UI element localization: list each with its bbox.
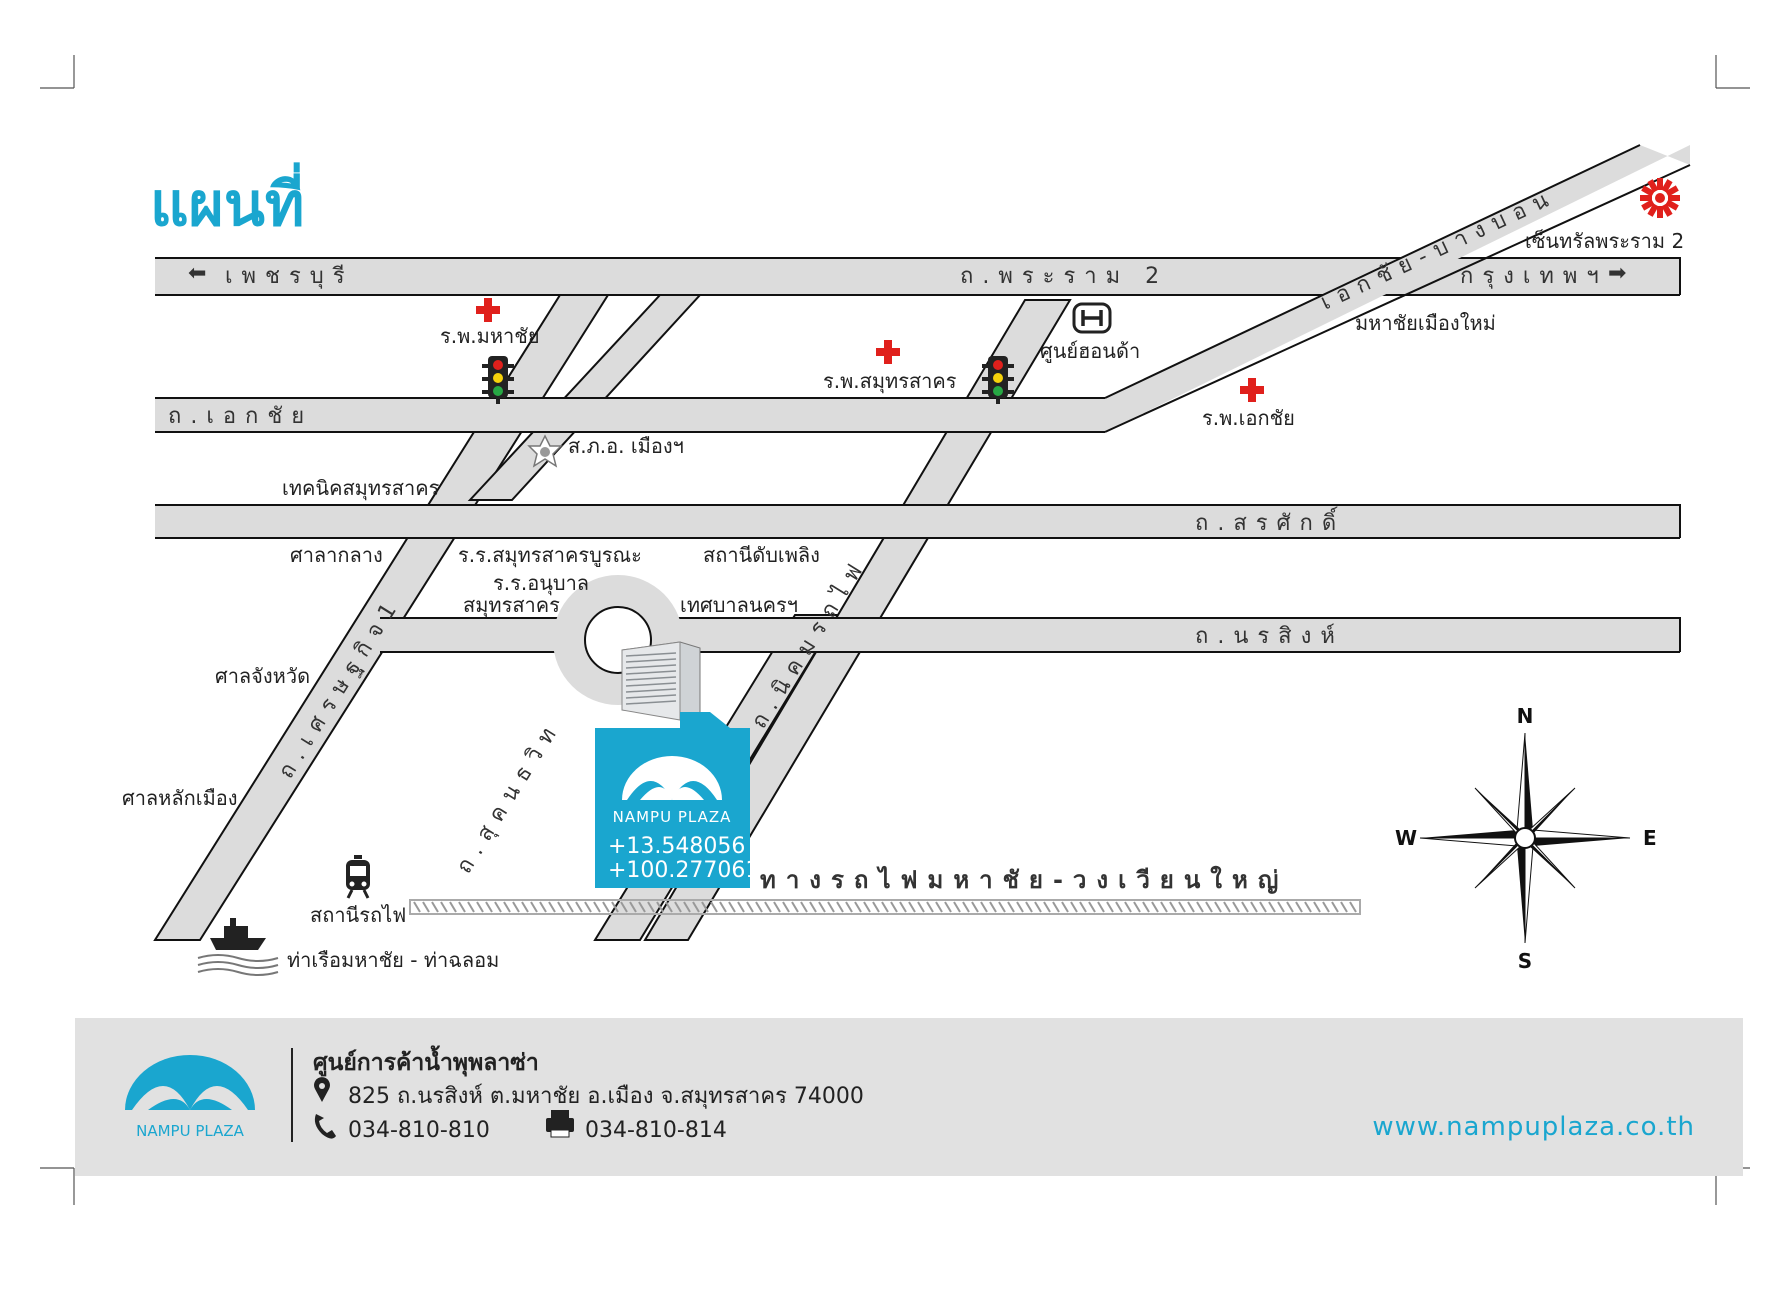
phone-icon	[314, 1114, 336, 1139]
red-cross-icon	[476, 298, 500, 322]
place-fire: สถานีดับเพลิง	[703, 543, 820, 567]
label-bangkok-arrow: ➡	[1608, 261, 1635, 286]
map-title: แผนที่	[150, 162, 304, 240]
place-police: ส.ภ.อ. เมืองฯ	[568, 434, 684, 458]
compass-w: W	[1395, 826, 1417, 850]
location-card: NAMPU PLAZA +13.548056 +100.277061	[595, 712, 759, 888]
central-logo-icon	[1640, 178, 1680, 218]
place-hosp-ekachai: ร.พ.เอกชัย	[1202, 406, 1295, 430]
label-bangkok: กรุงเทพฯ	[1460, 264, 1608, 289]
label-railway: ทางรถไฟมหาชัย-วงเวียนใหญ่	[760, 865, 1288, 894]
red-cross-icon	[876, 340, 900, 364]
honda-logo-icon	[1072, 302, 1112, 334]
building-icon	[621, 641, 701, 721]
footer-address: 825 ถ.นรสิงห์ ต.มหาชัย อ.เมือง จ.สมุทรสา…	[348, 1084, 864, 1109]
road-ekachai-bangbon	[1105, 145, 1690, 432]
place-hosp-samut: ร.พ.สมุทรสาคร	[823, 369, 957, 394]
place-kinder: ร.ร.อนุบาล	[493, 571, 589, 596]
pin-lat: +13.548056	[608, 834, 745, 859]
label-phetchaburi-arrow: ⬅	[188, 261, 215, 286]
road-sorasak	[155, 505, 1680, 538]
footer-name: ศูนย์การค้าน้ำพุพลาซ่า	[313, 1045, 539, 1077]
compass-rose: N S E W	[1395, 704, 1657, 973]
place-tech: เทคนิคสมุทรสาคร	[282, 476, 440, 501]
label-norasing: ถ.นรสิงห์	[1195, 624, 1344, 649]
place-sala-klang: ศาลากลาง	[290, 543, 383, 567]
place-pier: ท่าเรือมหาชัย - ท่าฉลอม	[287, 948, 499, 972]
compass-n: N	[1517, 704, 1534, 728]
pin-brand: NAMPU PLAZA	[613, 808, 732, 826]
road-ekachai	[155, 398, 1105, 432]
place-school: ร.ร.สมุทรสาครบูรณะ	[458, 543, 642, 568]
compass-s: S	[1518, 949, 1532, 973]
place-station: สถานีรถไฟ	[310, 903, 406, 927]
compass-e: E	[1643, 826, 1657, 850]
road-norasing	[380, 618, 1680, 652]
police-badge-icon	[527, 434, 563, 468]
crop-marks	[40, 55, 1750, 1205]
label-ekachai: ถ.เอกชัย	[168, 404, 313, 429]
place-municipal: เทศบาลนครฯ	[680, 593, 798, 617]
boat-icon	[197, 918, 279, 976]
place-mahachai-muang-mai: มหาชัยเมืองใหม่	[1355, 311, 1496, 335]
nampu-logo-icon	[622, 756, 722, 800]
place-central: เซ็นทรัลพระราม 2	[1525, 228, 1684, 253]
label-phetchaburi: เพชรบุรี	[225, 264, 354, 289]
website-link[interactable]: www.nampuplaza.co.th	[1372, 1112, 1695, 1142]
pin-lng: +100.277061	[608, 858, 759, 883]
footer: NAMPU PLAZA ศูนย์การค้าน้ำพุพลาซ่า 825 ถ…	[75, 1018, 1743, 1176]
place-hosp-mahachai: ร.พ.มหาชัย	[440, 324, 540, 348]
footer-logo-icon	[125, 1055, 255, 1110]
footer-fax: 034-810-814	[585, 1118, 727, 1143]
label-sorasak: ถ.สรศักดิ์	[1195, 507, 1345, 536]
label-rama2: ถ.พระราม 2	[960, 264, 1168, 289]
train-icon	[346, 855, 370, 899]
traffic-light-icon	[982, 356, 1014, 404]
label-sukhonthawit: ถ.สุคนธวิท	[452, 716, 566, 878]
red-cross-icon	[1240, 378, 1264, 402]
place-kinder-2: สมุทรสาคร	[463, 593, 560, 618]
location-pin-icon	[314, 1077, 330, 1102]
footer-brand: NAMPU PLAZA	[136, 1122, 245, 1140]
place-city-pillar: ศาลหลักเมือง	[122, 786, 238, 810]
footer-phone: 034-810-810	[348, 1118, 490, 1143]
place-court: ศาลจังหวัด	[215, 664, 310, 688]
traffic-light-icon	[482, 356, 514, 404]
place-honda: ศูนย์ฮอนด้า	[1040, 339, 1140, 364]
fax-icon	[546, 1110, 574, 1138]
road-rama2	[155, 258, 1680, 295]
railway-track	[409, 899, 1361, 915]
